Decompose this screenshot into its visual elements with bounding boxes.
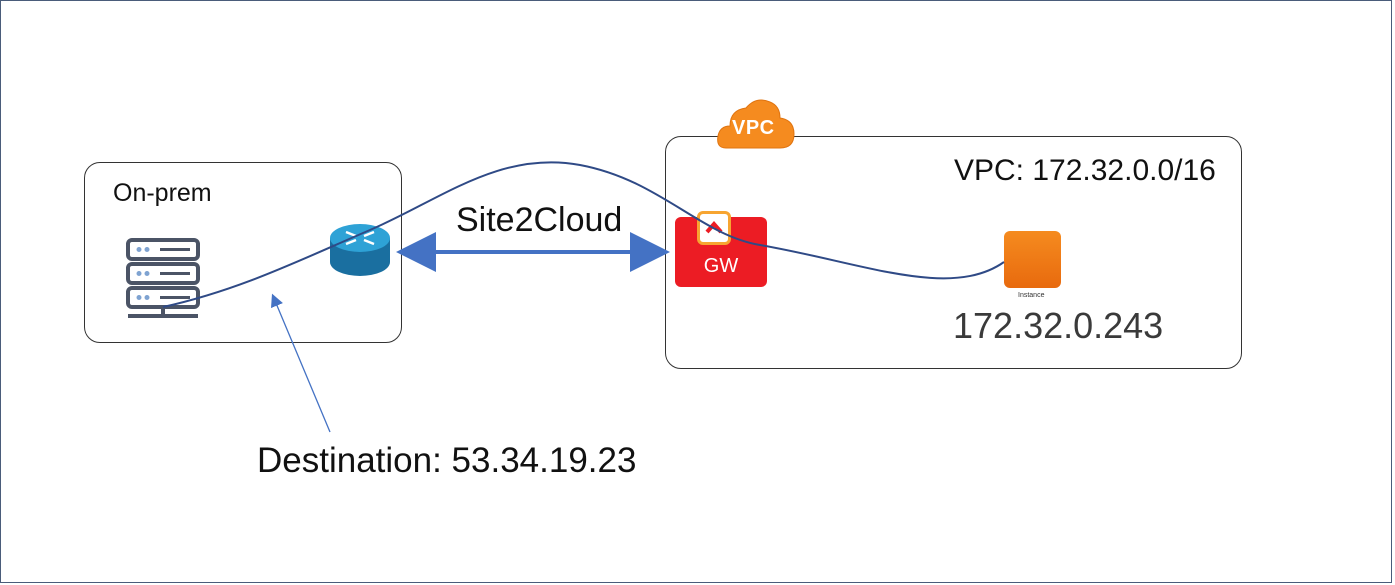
onprem-label: On-prem xyxy=(113,179,212,207)
vpc-cidr-label: VPC: 172.32.0.0/16 xyxy=(954,154,1216,187)
instance-icon xyxy=(1004,231,1061,288)
router-icon xyxy=(330,224,390,276)
gateway-node: GW xyxy=(675,211,767,287)
destination-pointer-arrow xyxy=(271,293,331,433)
vpc-badge-label: VPC xyxy=(732,117,775,139)
instance-ip-label: 172.32.0.243 xyxy=(953,305,1164,346)
destination-annotation: Destination: 53.34.19.23 xyxy=(257,441,637,480)
traffic-path xyxy=(162,161,1005,308)
instance-caption: Instance xyxy=(1018,292,1045,299)
gateway-label: GW xyxy=(703,255,739,277)
vpc-cloud-icon xyxy=(717,99,795,149)
server-rack-icon xyxy=(126,238,200,318)
